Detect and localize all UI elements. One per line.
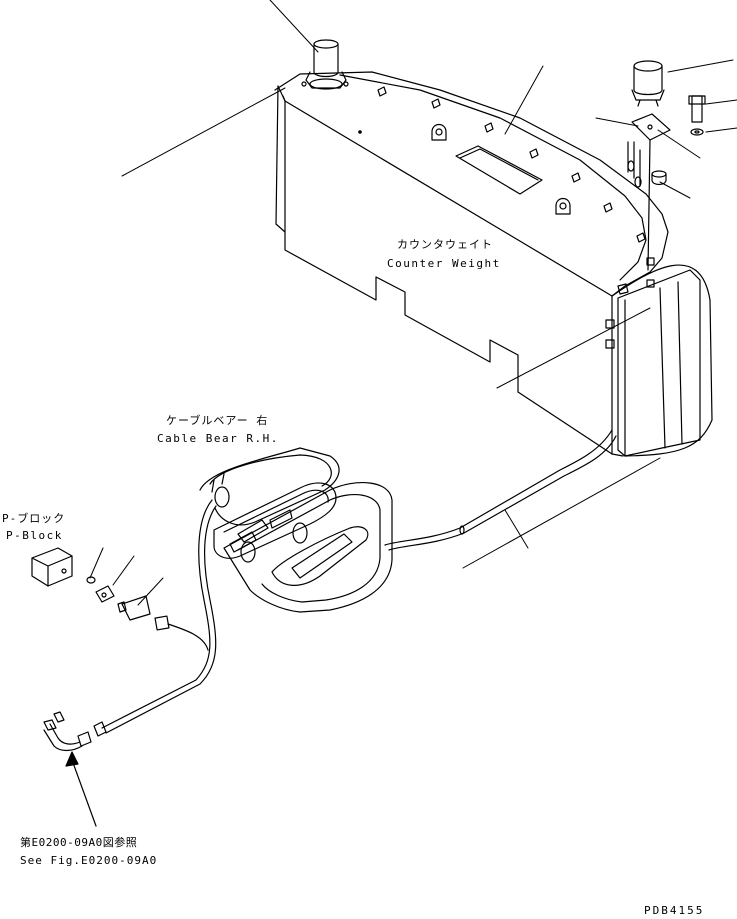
- cable-bear: [199, 447, 393, 613]
- wiring-harness: [384, 429, 617, 551]
- cablebear-label-jp: ケーブルベアー 右: [166, 414, 269, 427]
- cablebear-label-en: Cable Bear R.H.: [157, 432, 279, 445]
- lower-harness: [43, 499, 217, 752]
- beacon-right: [627, 60, 706, 271]
- counterweight: [274, 71, 713, 457]
- counterweight-label-jp: カウンタウェイト: [397, 238, 493, 251]
- reference-arrow: [65, 751, 97, 827]
- counterweight-label-en: Counter Weight: [387, 257, 501, 270]
- p-block-parts: [31, 547, 151, 621]
- reference-label-jp: 第E0200-09A0図参照: [20, 836, 138, 849]
- pblock-label-jp: P-ブロック: [2, 512, 66, 525]
- pblock-label-en: P-Block: [6, 529, 63, 542]
- beacon-left: [301, 39, 349, 90]
- reference-label-en: See Fig.E0200-09A0: [20, 854, 158, 867]
- leader-lines: [89, 0, 737, 606]
- drawing-number: PDB4155: [644, 904, 705, 917]
